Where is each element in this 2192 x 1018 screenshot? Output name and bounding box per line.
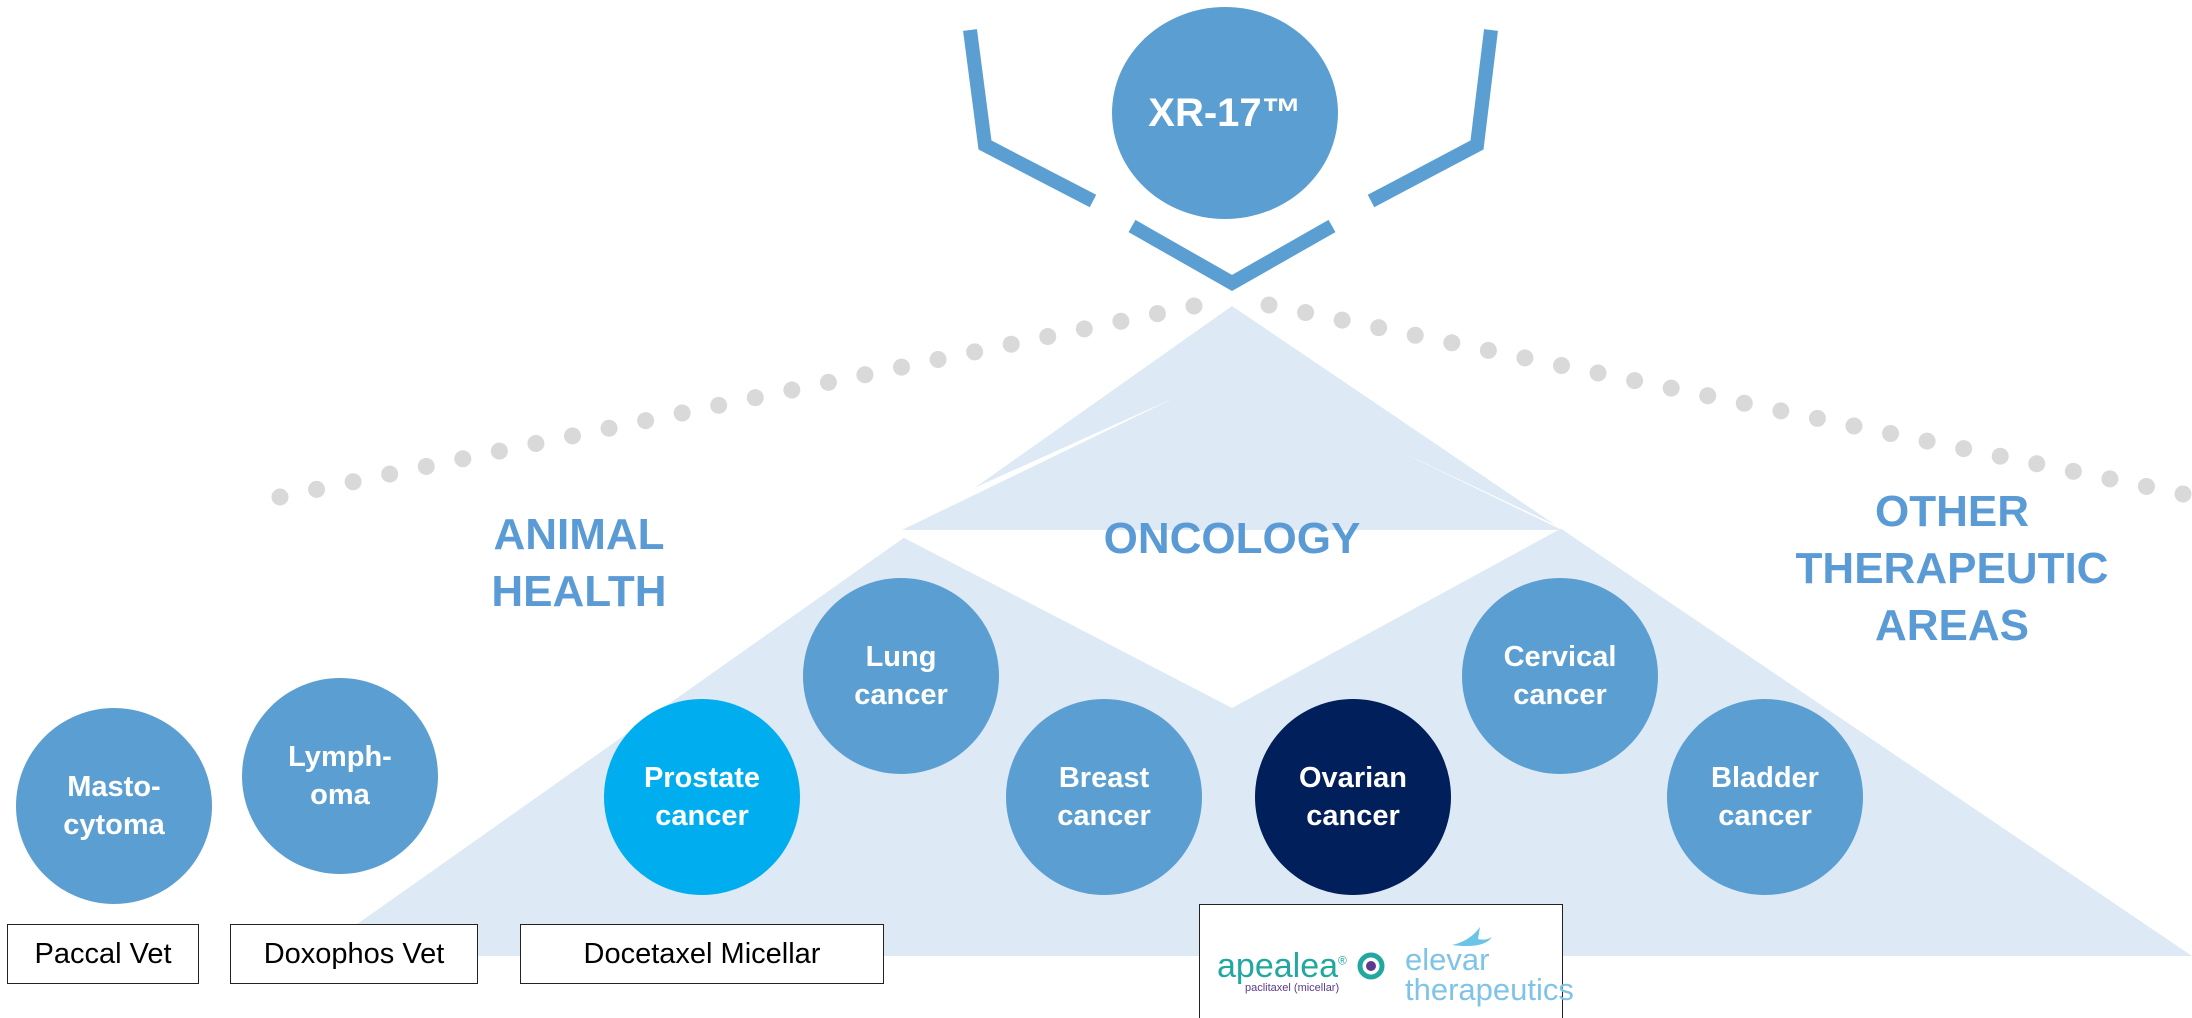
apealea-wordmark: apealea bbox=[1217, 947, 1339, 985]
arc-dot bbox=[1370, 319, 1388, 337]
arc-dot bbox=[1333, 311, 1351, 329]
dotted-arc bbox=[271, 296, 2192, 506]
arc-dot bbox=[1808, 409, 1826, 427]
arc-dot bbox=[1845, 417, 1863, 435]
animal-health-label: ANIMAL HEALTH bbox=[491, 510, 667, 616]
arc-dot bbox=[2174, 485, 2192, 503]
arc-dot bbox=[600, 419, 618, 437]
arc-dot bbox=[2028, 455, 2046, 473]
arc-dot bbox=[819, 373, 837, 391]
indication-prostate-cancer: Prostate cancer bbox=[604, 699, 800, 895]
arc-dot bbox=[710, 396, 728, 414]
arc-dot bbox=[1479, 341, 1497, 359]
arc-dot bbox=[2137, 477, 2155, 495]
product-doxophos-vet: Doxophos Vet bbox=[230, 924, 478, 984]
arc-dot bbox=[746, 389, 764, 407]
arc-dot bbox=[1039, 328, 1057, 346]
bracket-right bbox=[1367, 29, 1498, 208]
arc-dot bbox=[563, 427, 581, 445]
apealea-logo: apealea® bbox=[1217, 947, 1386, 986]
arc-dot bbox=[271, 488, 289, 506]
arc-dot bbox=[381, 465, 399, 483]
indication-label: Bladder cancer bbox=[1711, 762, 1819, 832]
indication-label: Breast cancer bbox=[1057, 762, 1151, 832]
arc-dot bbox=[856, 366, 874, 384]
arc-dot bbox=[490, 442, 508, 460]
arc-dot bbox=[1918, 432, 1936, 450]
indication-ovarian-cancer: Ovarian cancer bbox=[1255, 699, 1451, 895]
oncology-label: ONCOLOGY bbox=[1103, 514, 1361, 563]
arc-dot bbox=[1662, 379, 1680, 397]
arc-dot bbox=[527, 435, 545, 453]
elevar-tagline: therapeutics bbox=[1405, 972, 1574, 1007]
arc-dot bbox=[417, 457, 435, 475]
top-triangle bbox=[902, 370, 1562, 530]
arc-dot bbox=[344, 473, 362, 491]
arc-dot bbox=[308, 480, 326, 498]
arc-dot bbox=[1991, 447, 2009, 465]
arc-dot bbox=[1148, 305, 1166, 323]
bracket-left bbox=[963, 29, 1097, 208]
arc-dot bbox=[1772, 402, 1790, 420]
apealea-registered-mark: ® bbox=[1338, 953, 1347, 968]
arc-dot bbox=[1112, 312, 1130, 330]
arc-dot bbox=[1260, 296, 1278, 314]
indication-bladder-cancer: Bladder cancer bbox=[1667, 699, 1863, 895]
indication-label: Cervical cancer bbox=[1503, 641, 1617, 711]
indication-lymphoma: Lymph- oma bbox=[242, 678, 438, 874]
arc-dot bbox=[893, 358, 911, 376]
arc-dot bbox=[454, 450, 472, 468]
arc-dot bbox=[1185, 297, 1203, 315]
arc-dot bbox=[1626, 372, 1644, 390]
arc-dot bbox=[1882, 425, 1900, 443]
arc-dot bbox=[1406, 326, 1424, 344]
partner-logos: apealea® paclitaxel (micellar) elevar th… bbox=[1199, 904, 1574, 1018]
arc-dot bbox=[637, 412, 655, 430]
arc-dot bbox=[673, 404, 691, 422]
arc-dot bbox=[1075, 320, 1093, 338]
elevar-wordmark: elevar bbox=[1405, 942, 1490, 977]
elevar-bird-icon bbox=[1452, 927, 1492, 946]
arc-dot bbox=[783, 381, 801, 399]
brackets bbox=[963, 29, 1498, 292]
arc-dot bbox=[1002, 335, 1020, 353]
indication-breast-cancer: Breast cancer bbox=[1006, 699, 1202, 895]
indication-label: Lymph- oma bbox=[288, 741, 392, 811]
arc-dot bbox=[1735, 394, 1753, 412]
apealea-ring-icon bbox=[1357, 952, 1385, 980]
arc-dot bbox=[966, 343, 984, 361]
indication-cervical-cancer: Cervical cancer bbox=[1462, 578, 1658, 774]
arc-dot bbox=[1552, 356, 1570, 374]
indication-label: Ovarian cancer bbox=[1299, 762, 1407, 832]
arc-dot bbox=[1589, 364, 1607, 382]
arc-dot bbox=[2101, 470, 2119, 488]
arc-dot bbox=[2064, 462, 2082, 480]
indication-mastocytoma: Masto- cytoma bbox=[16, 708, 212, 904]
other-therapeutic-areas-label: OTHER THERAPEUTIC AREAS bbox=[1795, 487, 2109, 650]
arc-dot bbox=[1443, 334, 1461, 352]
elevar-logo: elevar therapeutics bbox=[1405, 942, 1574, 1007]
indication-lung-cancer: Lung cancer bbox=[803, 578, 999, 774]
indication-label: Lung cancer bbox=[854, 641, 948, 711]
product-docetaxel-micellar: Docetaxel Micellar bbox=[520, 924, 884, 984]
bracket-bottom bbox=[1128, 219, 1336, 292]
xr17-label: XR-17™ bbox=[1148, 90, 1302, 135]
apealea-subtitle: paclitaxel (micellar) bbox=[1245, 982, 1340, 994]
xr17-hub: XR-17™ bbox=[1112, 7, 1338, 219]
arc-dot bbox=[1516, 349, 1534, 367]
indication-label: Prostate cancer bbox=[643, 762, 761, 832]
arc-dot bbox=[929, 350, 947, 368]
arc-dot bbox=[1699, 387, 1717, 405]
product-paccal-vet: Paccal Vet bbox=[7, 924, 199, 984]
indication-label: Masto- cytoma bbox=[63, 771, 165, 841]
arc-dot bbox=[1297, 304, 1315, 322]
arc-dot bbox=[1955, 440, 1973, 458]
